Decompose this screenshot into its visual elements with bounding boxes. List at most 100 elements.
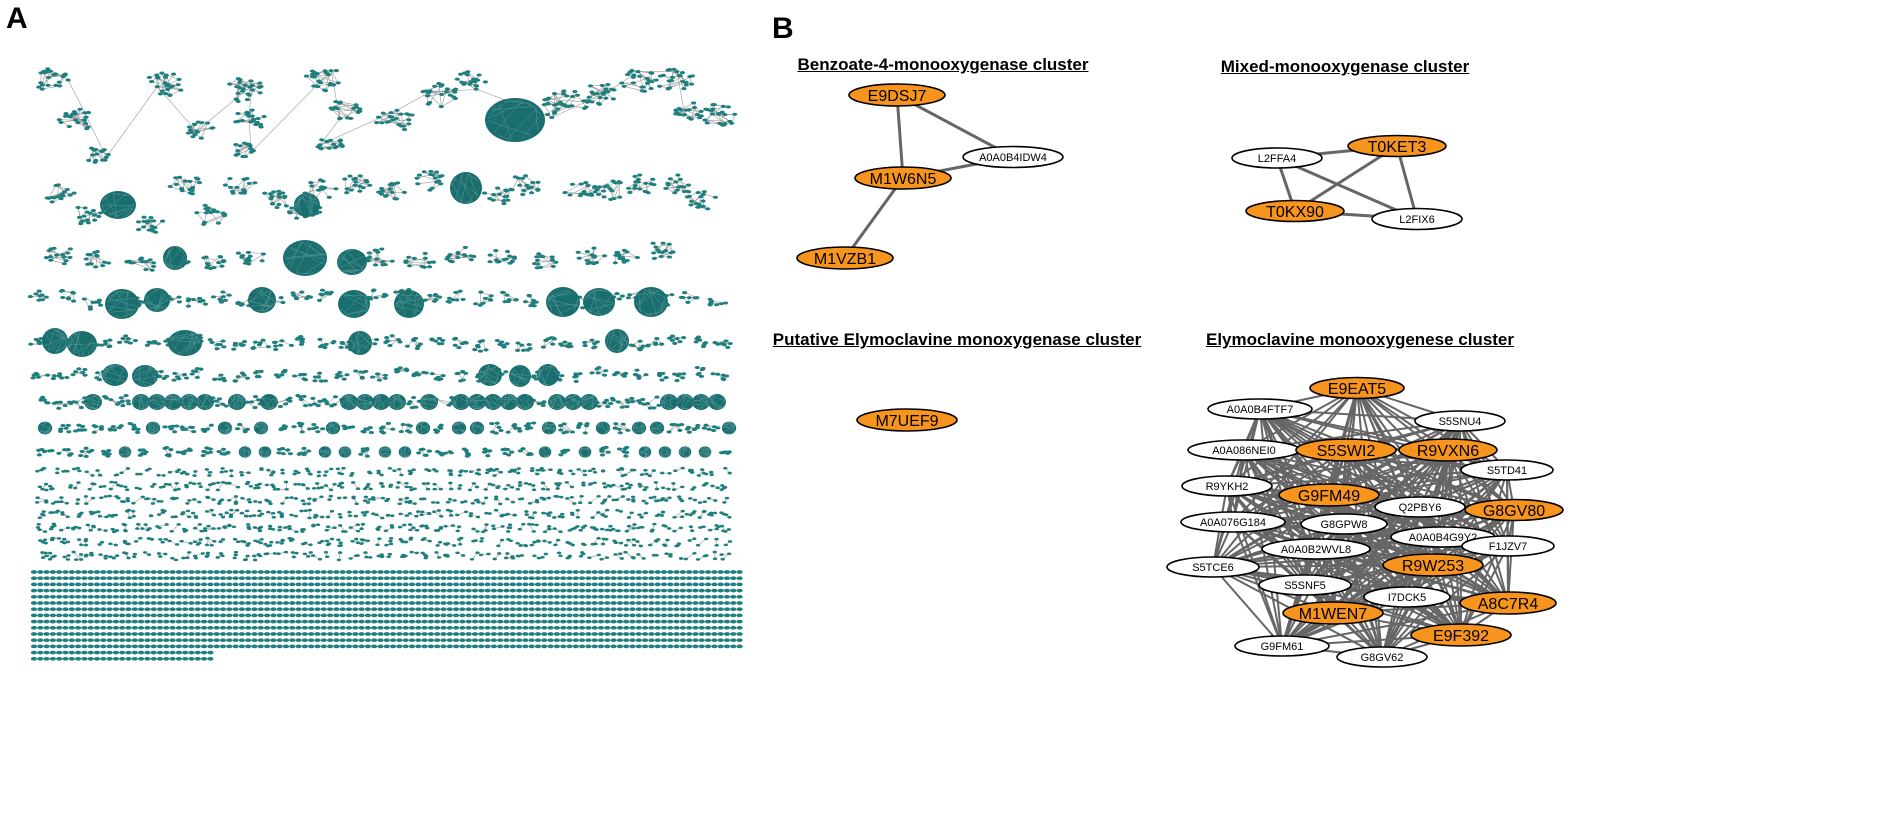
node-ellipse bbox=[1459, 591, 1557, 615]
edge bbox=[1332, 523, 1345, 614]
node-label: E9EAT5 bbox=[1328, 381, 1387, 398]
node-label: Q2PBY6 bbox=[1399, 502, 1442, 514]
node-label: M1WEN7 bbox=[1299, 606, 1368, 623]
node-label: A0A076G184 bbox=[1200, 517, 1266, 529]
edge bbox=[1212, 449, 1245, 568]
node-t0ket3: T0KET3 bbox=[1347, 134, 1447, 158]
edge bbox=[1243, 449, 1421, 508]
node-ellipse bbox=[1414, 410, 1506, 432]
node-e9f392: E9F392 bbox=[1410, 623, 1512, 647]
edge bbox=[1294, 144, 1398, 213]
edge bbox=[1226, 469, 1508, 487]
node-label: F1JZV7 bbox=[1489, 541, 1528, 553]
node-s5snu4: S5SNU4 bbox=[1414, 410, 1506, 432]
node-label: G9FM61 bbox=[1261, 641, 1304, 653]
node-label: M1VZB1 bbox=[814, 251, 876, 268]
node-ellipse bbox=[1309, 376, 1405, 400]
node-m1wen7: M1WEN7 bbox=[1282, 601, 1384, 625]
node-ellipse bbox=[1231, 147, 1323, 169]
edge bbox=[1276, 156, 1418, 221]
node-ellipse bbox=[1180, 511, 1286, 533]
node-label: E9DSJ7 bbox=[868, 88, 927, 105]
node-ellipse bbox=[1382, 553, 1484, 577]
node-ellipse bbox=[1258, 574, 1352, 596]
node-ellipse bbox=[1347, 134, 1447, 158]
edge bbox=[1226, 485, 1462, 636]
node-ellipse bbox=[1371, 207, 1463, 231]
node-label: A0A0B4FTF7 bbox=[1227, 404, 1294, 416]
node-g8gv80: G8GV80 bbox=[1464, 498, 1564, 522]
node-l2fix6: L2FIX6 bbox=[1371, 207, 1463, 231]
node-label: G8GV62 bbox=[1361, 652, 1404, 664]
node-label: E9F392 bbox=[1433, 628, 1489, 645]
node-ellipse bbox=[1181, 475, 1273, 497]
node-ellipse bbox=[1295, 438, 1397, 462]
node-ellipse bbox=[796, 246, 894, 270]
node-s5snf5: S5SNF5 bbox=[1258, 574, 1352, 596]
node-ellipse bbox=[1464, 498, 1564, 522]
cluster-title-elymoclavine: Elymoclavine monooxygenese cluster bbox=[1205, 330, 1515, 349]
node-label: M1W6N5 bbox=[870, 171, 937, 188]
node-g9fm49: G9FM49 bbox=[1278, 483, 1380, 507]
node-ellipse bbox=[1166, 556, 1260, 578]
node-ellipse bbox=[1245, 199, 1345, 223]
node-ellipse bbox=[1363, 586, 1451, 608]
node-label: S5SWI2 bbox=[1317, 443, 1376, 460]
node-s5td41: S5TD41 bbox=[1460, 459, 1554, 481]
node-m1w6n5: M1W6N5 bbox=[854, 166, 952, 190]
node-a0a0b4idw4: A0A0B4IDW4 bbox=[962, 145, 1064, 169]
edge bbox=[1328, 494, 1509, 604]
node-g9fm61: G9FM61 bbox=[1234, 635, 1330, 657]
edge bbox=[895, 94, 905, 179]
edge bbox=[1442, 536, 1462, 636]
node-s5tce6: S5TCE6 bbox=[1166, 556, 1260, 578]
node-a0a0b2wvl8: A0A0B2WVL8 bbox=[1261, 538, 1371, 560]
node-label: S5SNU4 bbox=[1439, 416, 1482, 428]
node-label: L2FFA4 bbox=[1258, 153, 1297, 165]
cluster-graph-2: M7UEF9 bbox=[856, 408, 958, 432]
node-q2pby6: Q2PBY6 bbox=[1374, 496, 1466, 518]
node-label: A0A086NEI0 bbox=[1212, 445, 1276, 457]
node-label: S5TCE6 bbox=[1192, 562, 1234, 574]
node-ellipse bbox=[1410, 623, 1512, 647]
node-ellipse bbox=[1261, 538, 1371, 560]
node-e9dsj7: E9DSJ7 bbox=[848, 83, 946, 107]
node-i7dck5: I7DCK5 bbox=[1363, 586, 1451, 608]
panel-b-letter: B bbox=[772, 12, 794, 45]
node-t0kx90: T0KX90 bbox=[1245, 199, 1345, 223]
edge bbox=[1395, 145, 1419, 220]
cluster-title-putative-elymoclavine: Putative Elymoclavine monoxygenase clust… bbox=[772, 330, 1142, 349]
edge bbox=[1212, 566, 1509, 604]
node-a8c7r4: A8C7R4 bbox=[1459, 591, 1557, 615]
node-label: A0A0B2WVL8 bbox=[1281, 544, 1351, 556]
node-ellipse bbox=[1282, 601, 1384, 625]
node-label: T0KET3 bbox=[1368, 139, 1427, 156]
node-a0a0b4ftf7: A0A0B4FTF7 bbox=[1207, 398, 1313, 420]
cluster-title-benzoate: Benzoate-4-monooxygenase cluster bbox=[797, 55, 1089, 74]
node-ellipse bbox=[1234, 635, 1330, 657]
node-label: I7DCK5 bbox=[1388, 592, 1427, 604]
node-label: A8C7R4 bbox=[1478, 596, 1539, 613]
overview-network bbox=[27, 67, 743, 661]
node-label: G8GV80 bbox=[1483, 503, 1545, 520]
edge bbox=[1232, 449, 1347, 523]
node-ellipse bbox=[1336, 646, 1428, 668]
edge bbox=[1447, 449, 1509, 547]
node-g8gpw8: G8GPW8 bbox=[1300, 513, 1388, 535]
node-e9eat5: E9EAT5 bbox=[1309, 376, 1405, 400]
node-a0a086nei0: A0A086NEI0 bbox=[1187, 439, 1301, 461]
edge bbox=[843, 177, 905, 259]
node-ellipse bbox=[856, 408, 958, 432]
node-ellipse bbox=[1374, 496, 1466, 518]
node-r9vxn6: R9VXN6 bbox=[1398, 438, 1498, 462]
edge bbox=[1460, 509, 1515, 636]
node-ellipse bbox=[854, 166, 952, 190]
node-ellipse bbox=[962, 145, 1064, 169]
edge bbox=[1212, 566, 1462, 636]
node-m1vzb1: M1VZB1 bbox=[796, 246, 894, 270]
node-label: M7UEF9 bbox=[875, 413, 938, 430]
